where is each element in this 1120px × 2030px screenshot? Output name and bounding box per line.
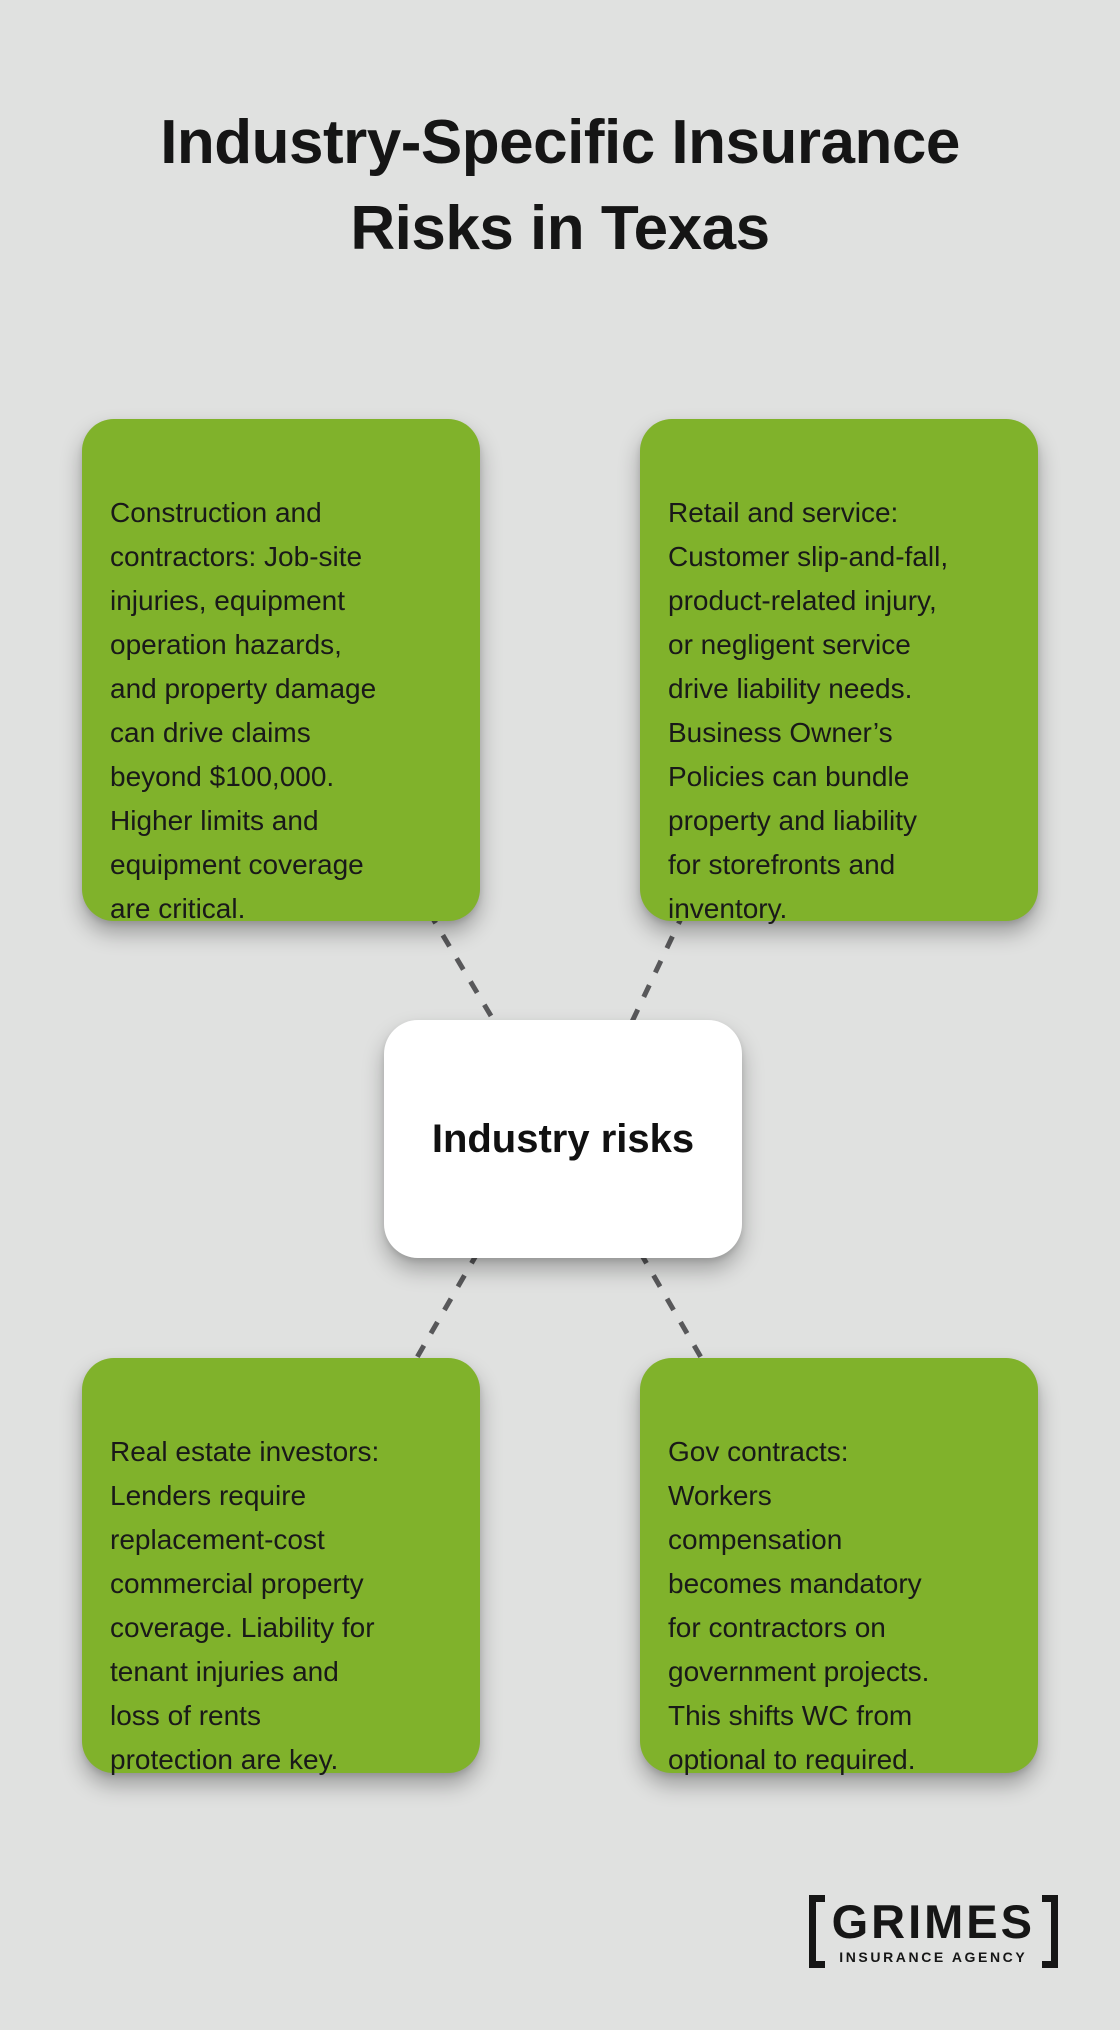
node-card-construction-contractors: Construction and contractors: Job-site i… xyxy=(82,419,480,924)
connector-line xyxy=(409,1250,481,1368)
logo-bracket-right-icon xyxy=(1042,1895,1058,1968)
center-node-card: Industry risks xyxy=(384,1020,742,1258)
node-text: Real estate investors: Lenders require r… xyxy=(110,1436,380,1775)
connector-line xyxy=(637,1250,709,1368)
node-card-retail-service: Retail and service: Customer slip-and-fa… xyxy=(640,419,1038,924)
connector-line xyxy=(627,910,687,1028)
node-text: Retail and service: Customer slip-and-fa… xyxy=(668,497,949,924)
node-text: Gov contracts: Workers compensation beco… xyxy=(668,1436,930,1775)
brand-logo: GRIMES INSURANCE AGENCY xyxy=(808,1895,1058,1968)
logo-tagline: INSURANCE AGENCY xyxy=(839,1949,1028,1965)
node-card-real-estate-investors: Real estate investors: Lenders require r… xyxy=(82,1358,480,1775)
node-card-gov-contracts: Gov contracts: Workers compensation beco… xyxy=(640,1358,1038,1775)
connector-line xyxy=(426,910,500,1028)
page-title: Industry-Specific Insurance Risks in Tex… xyxy=(160,108,960,263)
center-node-label: Industry risks xyxy=(431,1116,695,1161)
node-text: Construction and contractors: Job-site i… xyxy=(110,497,377,924)
logo-text: GRIMES INSURANCE AGENCY xyxy=(832,1895,1035,1968)
logo-bracket-left-icon xyxy=(808,1895,825,1968)
logo-name: GRIMES xyxy=(831,1895,1035,1948)
